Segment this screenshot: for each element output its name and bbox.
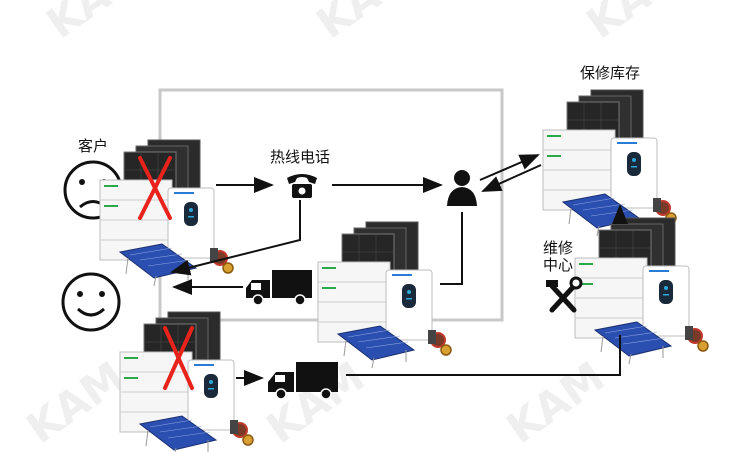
svg-text:KAM: KAM [18, 352, 134, 452]
telephone-icon [287, 174, 317, 198]
svg-text:KAM: KAM [578, 0, 694, 48]
truck-icon-bottom [268, 362, 338, 400]
svg-text:KAM: KAM [498, 352, 614, 452]
svg-text:KAM: KAM [308, 0, 424, 48]
repair-center-equipment [574, 217, 709, 365]
repair-center-label: 维修 中心 [543, 240, 573, 274]
warehouse-label: 保修库存 [580, 64, 641, 82]
svg-text:KAM: KAM [38, 0, 154, 48]
happy-face-icon [61, 272, 121, 332]
tools-icon [546, 276, 583, 313]
arrow-agent-to-replacement [440, 212, 463, 285]
arrow-truck-to-repair [346, 335, 621, 376]
repair-center-label-line2: 中心 [543, 256, 574, 274]
faulty-equipment-bottom [119, 311, 254, 452]
arrow-agent-to-warehouse [479, 154, 540, 181]
repair-center-label-line1: 维修 [543, 239, 574, 257]
cross-mark-icon-bottom [163, 326, 194, 390]
replacement-equipment [317, 221, 452, 369]
warehouse-equipment [542, 89, 677, 237]
person-icon [447, 170, 477, 206]
arrow-warehouse-to-agent [481, 164, 542, 192]
arrow-hotline-to-customer [170, 210, 301, 276]
hotline-label: 热线电话 [270, 148, 331, 166]
cross-mark-icon [138, 156, 172, 220]
flow-arrows [170, 154, 628, 386]
truck-icon [246, 270, 312, 306]
customer-label: 客户 [78, 137, 109, 155]
